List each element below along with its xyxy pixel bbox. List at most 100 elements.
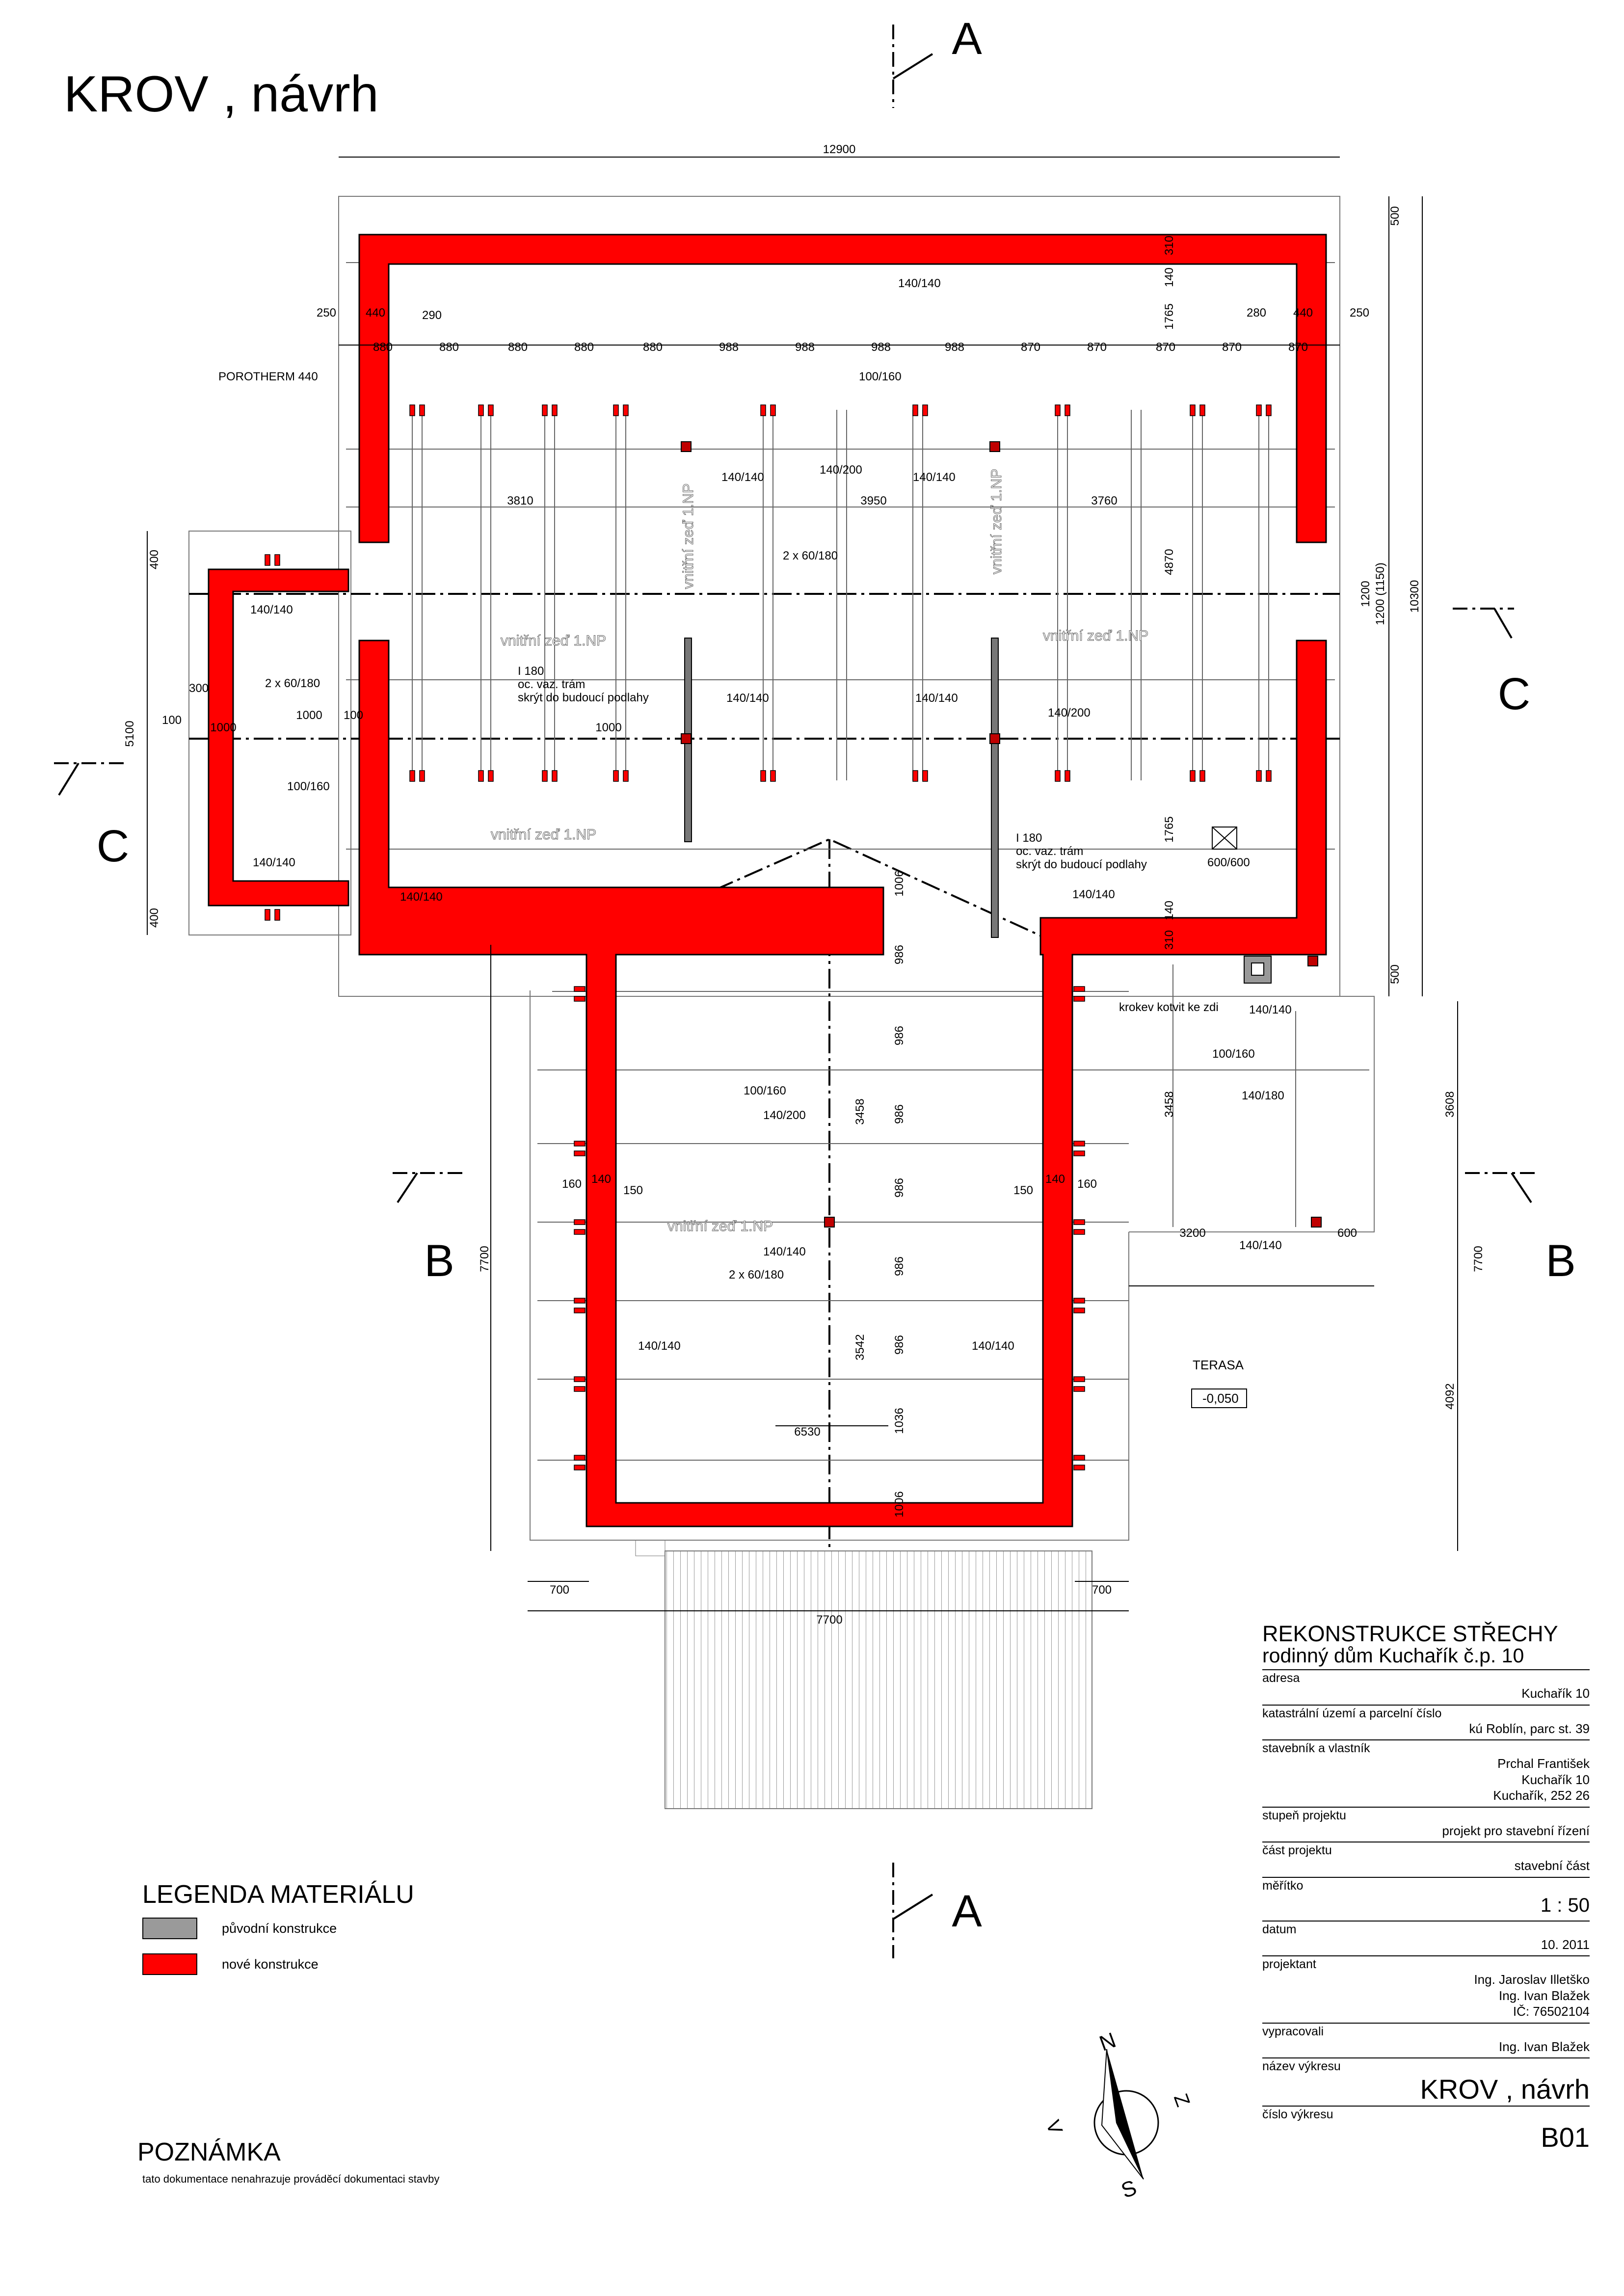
label-wall-inner-south: vnitřní zeď 1.NP [667,1218,773,1234]
section-c-left: C [97,821,129,871]
dimension-lines [147,157,1458,1611]
dim-870: 870 [1156,341,1175,354]
label-porotherm: POROTHERM 440 [218,370,318,383]
label-i180-right-1: I 180 [1016,831,1042,845]
rafters [346,262,1369,1461]
field-stage: stupeň projektu projekt pro stavební říz… [1262,1806,1590,1842]
label-address: adresa [1262,1671,1300,1685]
dim-7700-right: 7700 [1472,1246,1485,1272]
field-designer: projektant Ing. Jaroslav Illetško Ing. I… [1262,1955,1590,2023]
label-wing-2x60: 2 x 60/180 [265,677,320,690]
element-labels: POROTHERM 440 140/140 100/160 140/200 14… [218,277,1292,1406]
entrance-stair-hatching [635,1540,1092,1809]
dim-140: 140 [1163,267,1176,287]
inner-wall-labels: vnitřní zeď 1.NP vnitřní zeď 1.NP vnitřn… [491,468,1149,1234]
section-b-right: B [1545,1236,1575,1286]
dimension-texts: 12900 250 440 290 280 440 250 880 880 88… [162,143,1369,1627]
dim-600: 600 [1337,1227,1357,1240]
value-stage: projekt pro stavební řízení [1442,1823,1590,1838]
section-c-right: C [1498,669,1530,719]
dim-10300: 10300 [1408,580,1421,613]
value-drawing-name: KROV , návrh [1420,2074,1590,2105]
dim-986: 986 [893,1026,906,1045]
dim-280-right: 280 [1247,306,1266,320]
compass: N S V Z [1042,2028,1194,2203]
dim-986: 986 [893,1178,906,1198]
dim-880: 880 [643,341,663,354]
note-title: POZNÁMKA [137,2138,281,2166]
dim-3608: 3608 [1443,1091,1457,1117]
label-wing-140-bottom: 140/140 [253,856,295,869]
dim-880: 880 [508,341,528,354]
value-cadastre: kú Roblín, parc st. 39 [1469,1721,1590,1736]
dim-400-bottom: 400 [148,908,161,928]
dim-3810: 3810 [507,494,533,507]
dim-100-left: 100 [162,714,182,727]
dim-988: 988 [871,341,891,354]
label-beam-140-top: 140/140 [898,277,941,290]
chimney-square [1212,827,1272,984]
dim-160-right: 160 [1077,1177,1097,1191]
dim-4092: 4092 [1443,1383,1457,1409]
dim-140-bottom: 140 [1163,901,1176,920]
field-part: část projektu stavební část [1262,1842,1590,1877]
label-terrace-100-160: 100/160 [1212,1047,1255,1061]
field-date: datum 10. 2011 [1262,1920,1590,1956]
legend-label-original: původní konstrukce [222,1921,337,1936]
dim-400-top: 400 [148,550,161,569]
label-terrace-140-180: 140/180 [1242,1089,1284,1102]
value-address: Kuchařík 10 [1521,1686,1590,1701]
field-scale: měřítko 1 : 50 [1262,1876,1590,1921]
label-south-wall-right: 140/140 [972,1339,1014,1353]
dim-6530: 6530 [794,1425,820,1439]
dim-880: 880 [439,341,459,354]
label-south-post-mid: 140/140 [763,1245,806,1258]
label-i180-right-3: skrýt do budoucí podlahy [1016,858,1147,871]
value-owner-3: Kuchařík, 252 26 [1493,1788,1590,1803]
dim-250-right: 250 [1350,306,1369,320]
dim-986: 986 [893,1335,906,1355]
dim-3760: 3760 [1091,494,1117,507]
value-designer-1: Ing. Jaroslav Illetško [1474,1972,1590,1987]
dim-1006-top: 1006 [893,870,906,896]
dim-870: 870 [1288,341,1308,354]
label-i180-left-3: skrýt do budoucí podlahy [518,691,649,704]
label-owner: stavebník a vlastník [1262,1741,1370,1756]
label-wall-vert-left: vnitřní zeď 1.NP [680,483,696,589]
dim-250-left: 250 [317,306,336,320]
dim-160-left: 160 [562,1177,582,1191]
dim-1765-top: 1765 [1163,303,1176,329]
dim-290-left: 290 [422,309,442,322]
compass-east: V [1042,2117,1067,2137]
label-wall-inner-right: vnitřní zeď 1.NP [1043,628,1148,644]
label-terasa-level: -0,050 [1202,1391,1239,1406]
value-date: 10. 2011 [1541,1937,1590,1952]
label-south-2x60: 2 x 60/180 [729,1268,784,1281]
project-subtitle: rodinný dům Kuchařík č.p. 10 [1262,1644,1524,1667]
dim-310: 310 [1163,236,1176,255]
dim-988: 988 [719,341,739,354]
dim-440-right: 440 [1293,306,1313,320]
value-owner-2: Kuchařík 10 [1521,1772,1590,1787]
dim-700-left: 700 [550,1583,569,1597]
dim-140-right: 140 [1045,1173,1065,1186]
drawing-title: KROV , návrh [64,66,379,123]
dim-140-left: 140 [591,1173,611,1186]
label-scale: měřítko [1262,1878,1304,1893]
label-krokev: krokev kotvit ke zdi [1119,1001,1219,1014]
legend-item-original: původní konstrukce [142,1917,337,1940]
section-markers [54,25,1536,1958]
dim-700-right: 700 [1092,1583,1112,1597]
section-b-left: B [424,1236,454,1286]
dim-300: 300 [189,682,209,695]
section-letters: A A B B C C [97,14,1576,1936]
label-date: datum [1262,1922,1297,1936]
dim-1000-b: 1000 [210,721,236,734]
dim-7700-bottom: 7700 [816,1613,842,1627]
legend-label-new: nové konstrukce [222,1956,319,1972]
value-drawing-no: B01 [1541,2121,1590,2153]
dim-988: 988 [795,341,815,354]
field-prepared: vypracovali Ing. Ivan Blažek [1262,2022,1590,2058]
legend-title: LEGENDA MATERIÁLU [142,1880,414,1909]
